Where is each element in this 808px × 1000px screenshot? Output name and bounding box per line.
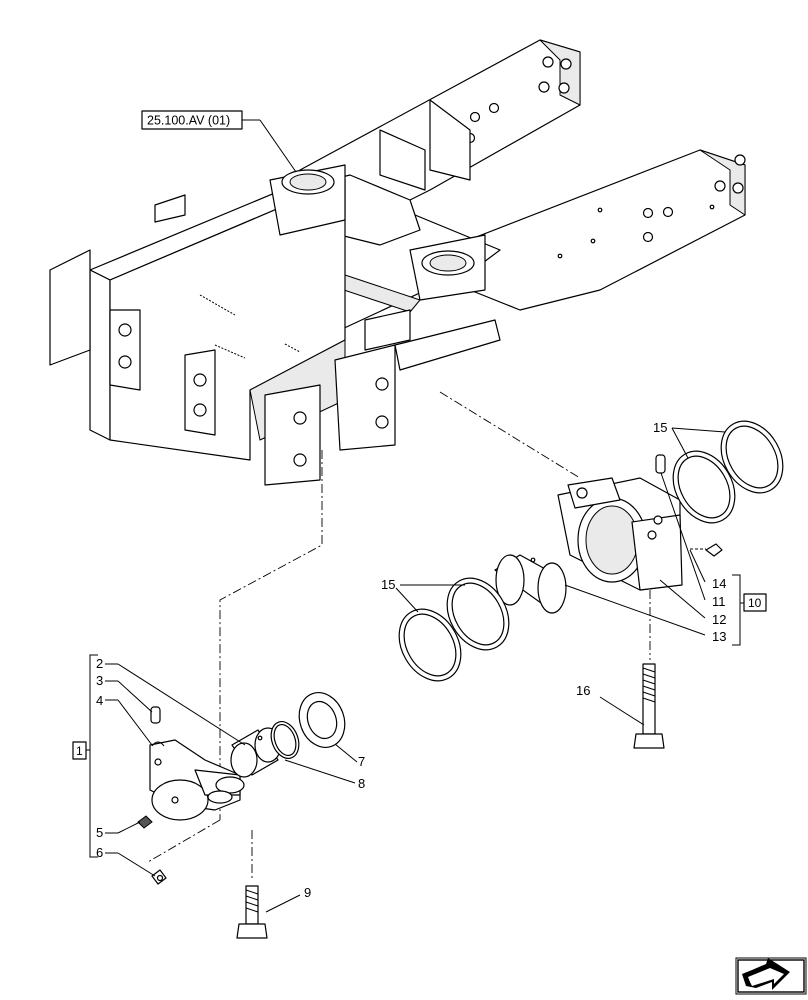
callout-8[interactable]: 8 (358, 776, 365, 791)
callout-15-right[interactable]: 15 (653, 420, 667, 435)
main-frame (49, 39, 746, 486)
reference-label-text: 25.100.AV (01) (147, 114, 230, 128)
bushing-13 (494, 554, 567, 614)
callout-6[interactable]: 6 (96, 845, 103, 860)
grease-fitting-14 (690, 543, 723, 557)
callout-10-label: 10 (748, 596, 762, 610)
callout-numbers: 2 3 4 5 6 7 8 9 14 11 12 13 15 15 16 (96, 420, 726, 900)
dowel-pin-11 (655, 454, 666, 474)
callout-2[interactable]: 2 (96, 656, 103, 671)
group-bracket-1 (86, 654, 98, 858)
upper-bushing-housings (269, 164, 486, 301)
callout-4[interactable]: 4 (96, 693, 103, 708)
o-ring-8 (270, 721, 300, 759)
seal-rings-15 (398, 420, 784, 682)
callout-box-1[interactable]: 1 (72, 741, 87, 760)
callout-5[interactable]: 5 (96, 825, 103, 840)
callout-9[interactable]: 9 (304, 885, 311, 900)
rail-holes (464, 56, 746, 259)
callout-12[interactable]: 12 (712, 612, 726, 627)
callout-1-label: 1 (76, 744, 83, 758)
bolt-16 (633, 663, 665, 749)
callout-11[interactable]: 11 (712, 594, 726, 609)
callout-box-10[interactable]: 10 (743, 593, 767, 612)
dowel-pin-3 (150, 706, 161, 724)
bearing-housing-right (557, 477, 683, 591)
leader-lines (105, 427, 726, 913)
group-bracket-10 (732, 574, 744, 646)
bolt-9 (236, 885, 268, 939)
grease-fitting-5 (137, 815, 153, 829)
tension-springs (199, 294, 301, 359)
callout-3[interactable]: 3 (96, 673, 103, 688)
reference-label[interactable]: 25.100.AV (01) (141, 110, 297, 173)
support-bracket-left (149, 739, 245, 821)
callout-16[interactable]: 16 (576, 683, 590, 698)
callout-15-left[interactable]: 15 (381, 577, 395, 592)
thrust-washer-7 (298, 692, 346, 748)
callout-7[interactable]: 7 (358, 754, 365, 769)
center-lines (147, 391, 651, 880)
grease-fitting-6 (151, 869, 167, 885)
callout-14[interactable]: 14 (712, 576, 726, 591)
callout-13[interactable]: 13 (712, 629, 726, 644)
arrow-box-icon[interactable] (735, 957, 807, 995)
